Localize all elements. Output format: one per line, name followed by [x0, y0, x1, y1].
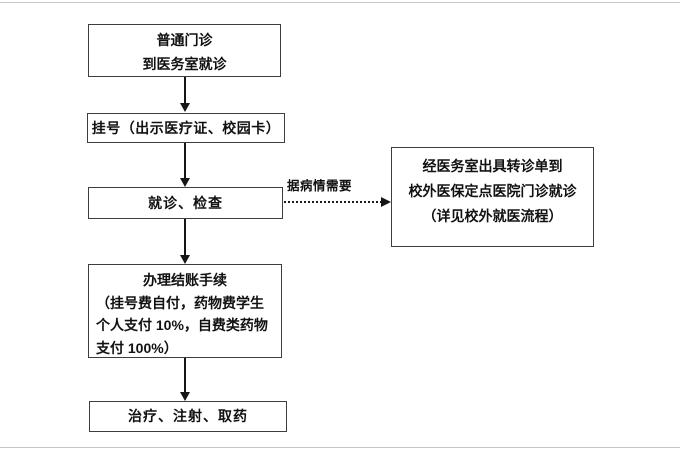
flow-node-general-outpatient: 普通门诊 到医务室就诊: [88, 24, 281, 77]
flow-node-text-line: 挂号（出示医疗证、校园卡）: [91, 120, 281, 136]
flow-node-text-line: （挂号费自付，药物费学生: [96, 294, 264, 311]
arrow-register-to-visit: [184, 143, 186, 179]
arrowhead-down-icon: [180, 178, 190, 187]
top-page-rule: [0, 2, 680, 3]
bottom-page-rule: [0, 447, 680, 448]
flow-node-text-line: 普通门诊: [156, 32, 213, 48]
arrow-visit-to-billing: [184, 219, 186, 256]
arrowhead-down-icon: [180, 392, 190, 401]
arrowhead-down-icon: [180, 255, 190, 264]
arrowhead-right-icon: [381, 197, 391, 207]
flow-node-text-line: （详见校外就医流程）: [422, 208, 563, 224]
flow-node-text-line: 支付 100%）: [96, 339, 178, 356]
flow-node-offcampus-referral: 经医务室出具转诊单到 校外医保定点医院门诊就诊 （详见校外就医流程）: [391, 147, 594, 247]
flow-node-text-line: 治疗、注射、取药: [128, 408, 248, 424]
flow-node-text-line: 校外医保定点医院门诊就诊: [408, 183, 577, 199]
connector-condition-label: 据病情需要: [287, 179, 353, 193]
flow-node-billing: 办理结账手续 （挂号费自付，药物费学生 个人支付 10%，自费类药物 支付 10…: [88, 264, 282, 358]
flow-node-text-line: 经医务室出具转诊单到: [422, 158, 563, 174]
flow-node-text-line: 个人支付 10%，自费类药物: [96, 317, 268, 333]
flow-node-treatment: 治疗、注射、取药: [89, 401, 287, 432]
flow-node-text-line: 到医务室就诊: [142, 56, 227, 72]
flow-node-title: 办理结账手续: [143, 272, 227, 288]
flow-node-visit-exam: 就诊、检查: [88, 187, 283, 219]
flow-node-register: 挂号（出示医疗证、校园卡）: [87, 113, 285, 143]
dotted-connector-visit-to-referral: [284, 201, 382, 203]
arrow-billing-to-treatment: [184, 358, 186, 393]
flow-node-text-line: 就诊、检查: [148, 195, 223, 211]
arrow-outpatient-to-register: [184, 77, 186, 104]
arrowhead-down-icon: [180, 103, 190, 112]
